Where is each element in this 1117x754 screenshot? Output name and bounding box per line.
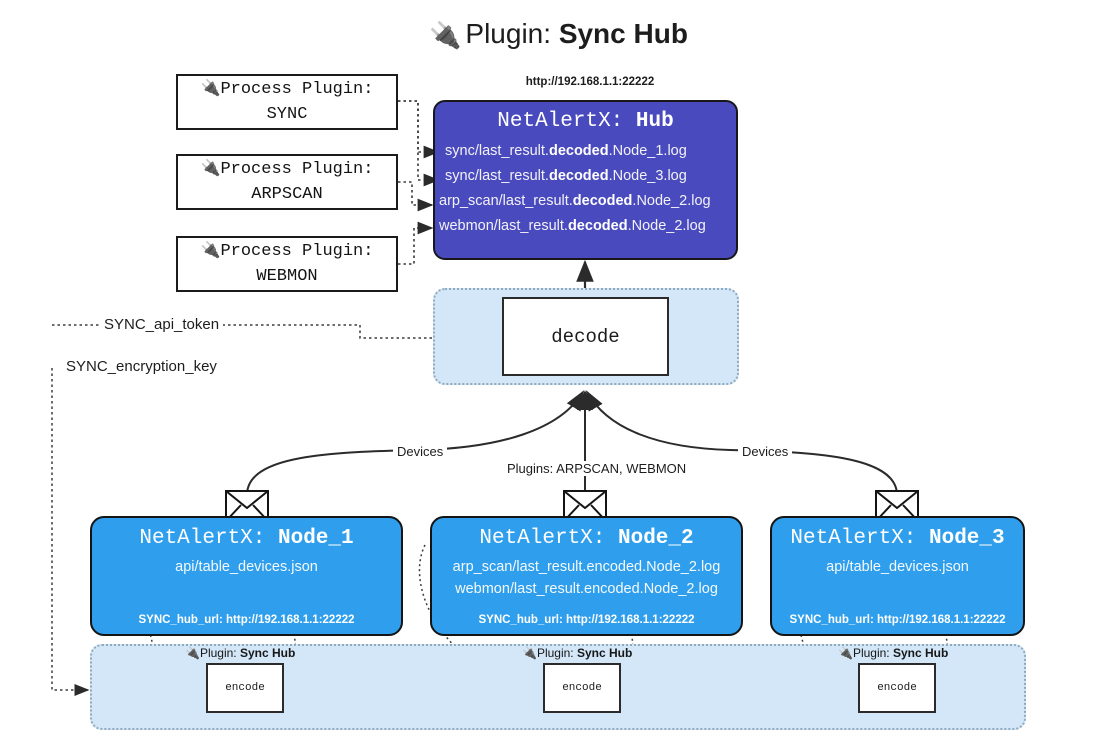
node-box-node1[interactable]: NetAlertX: Node_1 api/table_devices.json… (90, 516, 403, 636)
node-file-line: api/table_devices.json (175, 559, 318, 575)
hub-node[interactable]: NetAlertX: Hub sync/last_result.decoded.… (433, 100, 738, 260)
node-file-line: arp_scan/last_result.encoded.Node_2.log (452, 559, 721, 575)
page-title-name: Sync Hub (558, 18, 688, 49)
hub-file-line: webmon/last_result.decoded.Node_2.log (439, 217, 706, 234)
process-plugin-arpscan[interactable]: 🔌Process Plugin: ARPSCAN (176, 154, 398, 210)
plug-icon: 🔌 (429, 20, 462, 50)
process-plugin-name: ARPSCAN (251, 184, 323, 204)
label-plugins-center: Plugins: ARPSCAN, WEBMON (503, 461, 691, 476)
label-sync-api-token: SYNC_api_token (100, 316, 224, 333)
page-title: 🔌Plugin: Sync Hub (0, 18, 1117, 51)
encode-box-node1[interactable]: encode (206, 663, 284, 713)
page-title-prefix: Plugin: (465, 18, 552, 49)
edge-encryption-key (51, 368, 90, 696)
decode-box[interactable]: decode (502, 297, 669, 376)
node-title: NetAlertX: Node_3 (790, 527, 1005, 550)
plugin-caption-node1: 🔌Plugin: Sync Hub (185, 646, 296, 660)
node-box-node3[interactable]: NetAlertX: Node_3 api/table_devices.json… (770, 516, 1025, 636)
edge-sync-to-hub (398, 100, 440, 187)
label-devices-left: Devices (393, 444, 448, 459)
node-file-line: api/table_devices.json (826, 559, 969, 575)
node-footer: SYNC_hub_url: http://192.168.1.1:22222 (138, 614, 355, 626)
plug-icon: 🔌 (522, 646, 537, 660)
node-footer: SYNC_hub_url: http://192.168.1.1:22222 (789, 614, 1006, 626)
process-plugin-label: Process Plugin: (220, 80, 374, 100)
hub-title: NetAlertX: Hub (435, 110, 736, 133)
hub-file-line: sync/last_result.decoded.Node_1.log (445, 143, 687, 159)
encode-box-node3[interactable]: encode (858, 663, 936, 713)
plug-icon: 🔌 (185, 646, 200, 660)
node-file-line: webmon/last_result.encoded.Node_2.log (455, 581, 718, 597)
label-sync-encryption-key: SYNC_encryption_key (62, 358, 221, 375)
edge-webmon-to-hub (398, 221, 434, 265)
encode-box-node2[interactable]: encode (543, 663, 621, 713)
node-box-node2[interactable]: NetAlertX: Node_2 arp_scan/last_result.e… (430, 516, 743, 636)
process-plugin-name: WEBMON (256, 266, 318, 286)
node-footer: SYNC_hub_url: http://192.168.1.1:22222 (478, 614, 695, 626)
edge-arpscan-to-hub (398, 181, 434, 212)
hub-title-name: Hub (635, 110, 674, 133)
label-devices-right: Devices (738, 444, 793, 459)
plug-icon: 🔌 (200, 158, 221, 178)
process-plugin-label: Process Plugin: (220, 242, 374, 262)
process-plugin-sync[interactable]: 🔌Process Plugin: SYNC (176, 74, 398, 130)
plugin-caption-node2: 🔌Plugin: Sync Hub (522, 646, 633, 660)
process-plugin-webmon[interactable]: 🔌Process Plugin: WEBMON (176, 236, 398, 292)
plug-icon: 🔌 (838, 646, 853, 660)
process-plugin-name: SYNC (266, 104, 308, 124)
hub-file-line: arp_scan/last_result.decoded.Node_2.log (439, 192, 711, 209)
plug-icon: 🔌 (200, 78, 221, 98)
plug-icon: 🔌 (200, 240, 221, 260)
node-title: NetAlertX: Node_2 (479, 527, 694, 550)
process-plugin-label: Process Plugin: (220, 160, 374, 180)
hub-file-line: sync/last_result.decoded.Node_3.log (445, 167, 687, 184)
node-title: NetAlertX: Node_1 (139, 527, 354, 550)
plugin-caption-node3: 🔌Plugin: Sync Hub (838, 646, 949, 660)
hub-url-label: http://192.168.1.1:22222 (525, 76, 655, 88)
hub-title-prefix: NetAlertX: (497, 110, 624, 133)
